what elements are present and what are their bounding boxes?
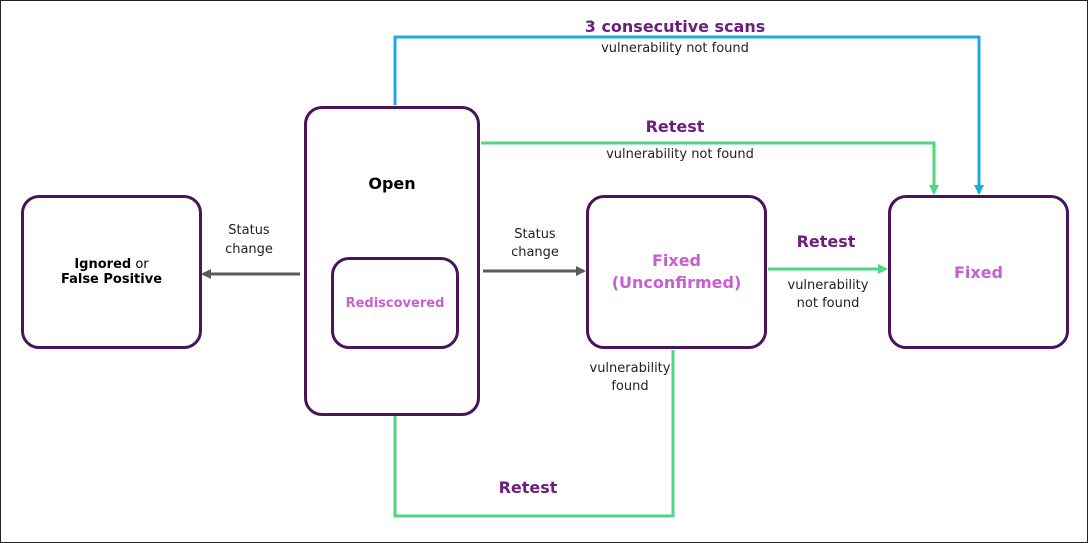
scans-subtitle: vulnerability not found [601,41,749,56]
status-change-left-line1: Status [228,223,270,238]
open-label: Open [368,174,416,193]
fixed-unconfirmed-node: Fixed (Unconfirmed) [586,195,767,349]
rediscovered-node: Rediscovered [331,257,459,349]
open-retest-arrow [481,141,939,195]
unconfirmed-retest-line1: vulnerability [787,278,869,293]
fixed-node: Fixed [888,195,1069,349]
rediscovered-retest-line1: vulnerability [589,361,671,376]
fixed-unconfirmed-line1: Fixed [651,251,702,270]
scan-arrow [393,35,984,195]
ignored-line2: False Positive [60,272,163,287]
status-change-right-line2: change [511,245,559,260]
rediscovered-label: Rediscovered [345,295,445,311]
fixed-unconfirmed-line2: (Unconfirmed) [611,273,742,292]
rediscovered-retest-line2: found [611,379,649,394]
status-change-left-line2: change [225,242,273,257]
open-retest-subtitle: vulnerability not found [606,147,754,162]
rediscovered-retest-title: Retest [498,478,558,497]
unconfirmed-retest-line2: not found [796,296,860,311]
ignored-line1: Ignored or [74,257,149,272]
fixed-label: Fixed [953,262,1004,282]
status-change-right-line1: Status [514,227,556,242]
ignored-node: Ignored or False Positive [21,195,202,349]
scans-title: 3 consecutive scans [584,17,766,36]
open-retest-title: Retest [645,117,705,136]
unconfirmed-retest-title: Retest [796,232,856,251]
rediscovered-retest-arrow [390,350,675,518]
